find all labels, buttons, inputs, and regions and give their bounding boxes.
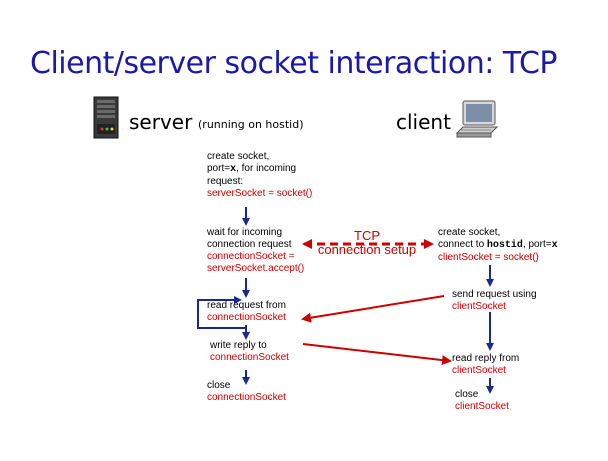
client-read-code: clientSocket: [452, 365, 506, 376]
server-create-code: serverSocket = socket(): [207, 188, 313, 199]
tcp-label-line2: connection setup: [317, 242, 417, 257]
server-create-line2: port=x, for incoming: [207, 163, 312, 176]
client-create-line2: connect to hostid, port=x: [438, 239, 558, 252]
tcp-setup-label: TCP connection setup: [306, 229, 428, 257]
client-create-code: clientSocket = socket(): [438, 252, 539, 263]
server-create-port-label: port=: [207, 163, 231, 174]
server-close-block: close connectionSocket: [207, 380, 286, 404]
tcp-label-line1: TCP: [354, 228, 380, 243]
server-label: server: [129, 110, 193, 134]
client-send-code: clientSocket: [452, 301, 506, 312]
server-create-line1: create socket,: [207, 151, 270, 162]
server-close-line1: close: [207, 380, 231, 391]
server-close-code: connectionSocket: [207, 392, 286, 403]
client-close-code: clientSocket: [455, 401, 509, 412]
client-close-block: close clientSocket: [455, 389, 509, 413]
server-wait-code2: serverSocket.accept(): [207, 263, 305, 274]
request-message-arrow: [301, 295, 445, 323]
server-wait-code1: connectionSocket =: [207, 251, 295, 262]
server-create-port-suffix: , for incoming: [236, 163, 297, 174]
page-title: Client/server socket interaction: TCP: [30, 46, 558, 81]
server-wait-line2: connection request: [207, 239, 292, 250]
client-send-block: send request using clientSocket: [452, 289, 537, 313]
client-create-port-label: , port=: [522, 239, 552, 250]
client-create-port-code: x: [551, 240, 558, 251]
server-read-code: connectionSocket: [207, 312, 286, 323]
server-create-socket-block: create socket, port=x, for incoming requ…: [207, 151, 312, 200]
reply-message-arrow: [302, 343, 452, 366]
server-write-code: connectionSocket: [210, 352, 289, 363]
server-wait-line1: wait for incoming: [207, 227, 283, 238]
server-write-line1: write reply to: [210, 340, 267, 351]
server-loop-bracket: [197, 296, 246, 329]
client-create-line1: create socket,: [438, 227, 501, 238]
client-close-line1: close: [455, 389, 479, 400]
client-create-socket-block: create socket, connect to hostid, port=x…: [438, 227, 558, 264]
server-wait-block: wait for incoming connection request con…: [207, 227, 304, 275]
client-send-line1: send request using: [452, 289, 537, 300]
client-create-connect-label: connect to: [438, 239, 487, 250]
client-read-block: read reply from clientSocket: [452, 353, 519, 377]
server-create-line3: request:: [207, 176, 244, 187]
server-tower-icon: [93, 96, 119, 139]
server-read-block: read request from connectionSocket: [207, 300, 286, 324]
server-read-line1: read request from: [207, 300, 286, 311]
client-read-line1: read reply from: [452, 353, 520, 364]
client-label: client: [396, 110, 451, 134]
desktop-computer-icon: [455, 100, 499, 138]
server-write-block: write reply to connectionSocket: [210, 340, 289, 364]
server-create-port-code: x: [230, 164, 237, 175]
server-note: (running on hostid): [198, 118, 304, 131]
client-create-hostid-code: hostid: [486, 240, 523, 251]
